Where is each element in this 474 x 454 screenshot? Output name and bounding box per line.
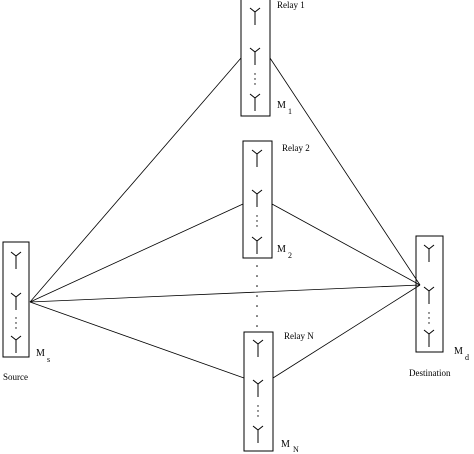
- relay-1-antenna-subscript: 1: [288, 107, 292, 116]
- relay-n-node: Relay N M N: [243, 331, 314, 454]
- relay-1-antenna-array: [240, 0, 271, 117]
- antenna-icon: [10, 335, 22, 353]
- antenna-icon: [252, 425, 264, 443]
- antenna-icon: [251, 236, 263, 254]
- antenna-icon: [252, 379, 264, 397]
- source-antenna-count: M: [36, 348, 45, 359]
- link-relay1-destination: [269, 57, 421, 286]
- link-source-relayN: [29, 301, 245, 379]
- relay-1-antenna-count: M: [277, 100, 286, 111]
- antenna-icon: [251, 149, 263, 167]
- relay-n-antenna-subscript: N: [293, 445, 299, 454]
- relay-n-label: Relay N: [284, 331, 314, 341]
- source-node: Source M s: [2, 241, 50, 382]
- antenna-icon: [249, 47, 261, 65]
- link-relayN-destination: [272, 284, 421, 379]
- relay-2-antenna-array: [242, 140, 273, 259]
- relay-2-node: Relay 2 M 2: [242, 140, 310, 260]
- destination-antenna-array: [415, 235, 444, 353]
- relay-1-node: Relay 1 M 1: [240, 0, 305, 117]
- destination-node: Destination M d: [409, 235, 469, 378]
- relay-n-antenna-array: [243, 331, 274, 452]
- destination-antenna-count: M: [454, 346, 463, 357]
- antenna-icon: [251, 189, 263, 207]
- source-label: Source: [3, 372, 28, 382]
- antenna-icon: [249, 93, 261, 111]
- destination-label: Destination: [409, 368, 451, 378]
- relay-ellipsis: [256, 265, 258, 327]
- relay-2-label: Relay 2: [282, 143, 310, 153]
- antenna-icon: [249, 7, 261, 25]
- link-relay2-destination: [271, 203, 421, 286]
- relay-2-antenna-subscript: 2: [288, 251, 292, 260]
- antenna-icon: [423, 329, 435, 347]
- link-source-relay2: [29, 203, 244, 303]
- antenna-icon: [423, 244, 435, 262]
- source-antenna-subscript: s: [47, 355, 50, 364]
- antenna-icon: [10, 251, 22, 269]
- relay-n-antenna-count: M: [281, 439, 290, 450]
- antenna-icon: [252, 339, 264, 357]
- source-antenna-array: [2, 241, 30, 358]
- destination-antenna-subscript: d: [465, 353, 469, 362]
- relay-1-label: Relay 1: [277, 0, 305, 10]
- antenna-icon: [10, 292, 22, 310]
- relay-2-antenna-count: M: [277, 244, 286, 255]
- link-source-destination: [29, 284, 421, 303]
- link-source-relay1: [29, 57, 242, 303]
- antenna-icon: [423, 286, 435, 304]
- links: [29, 57, 421, 379]
